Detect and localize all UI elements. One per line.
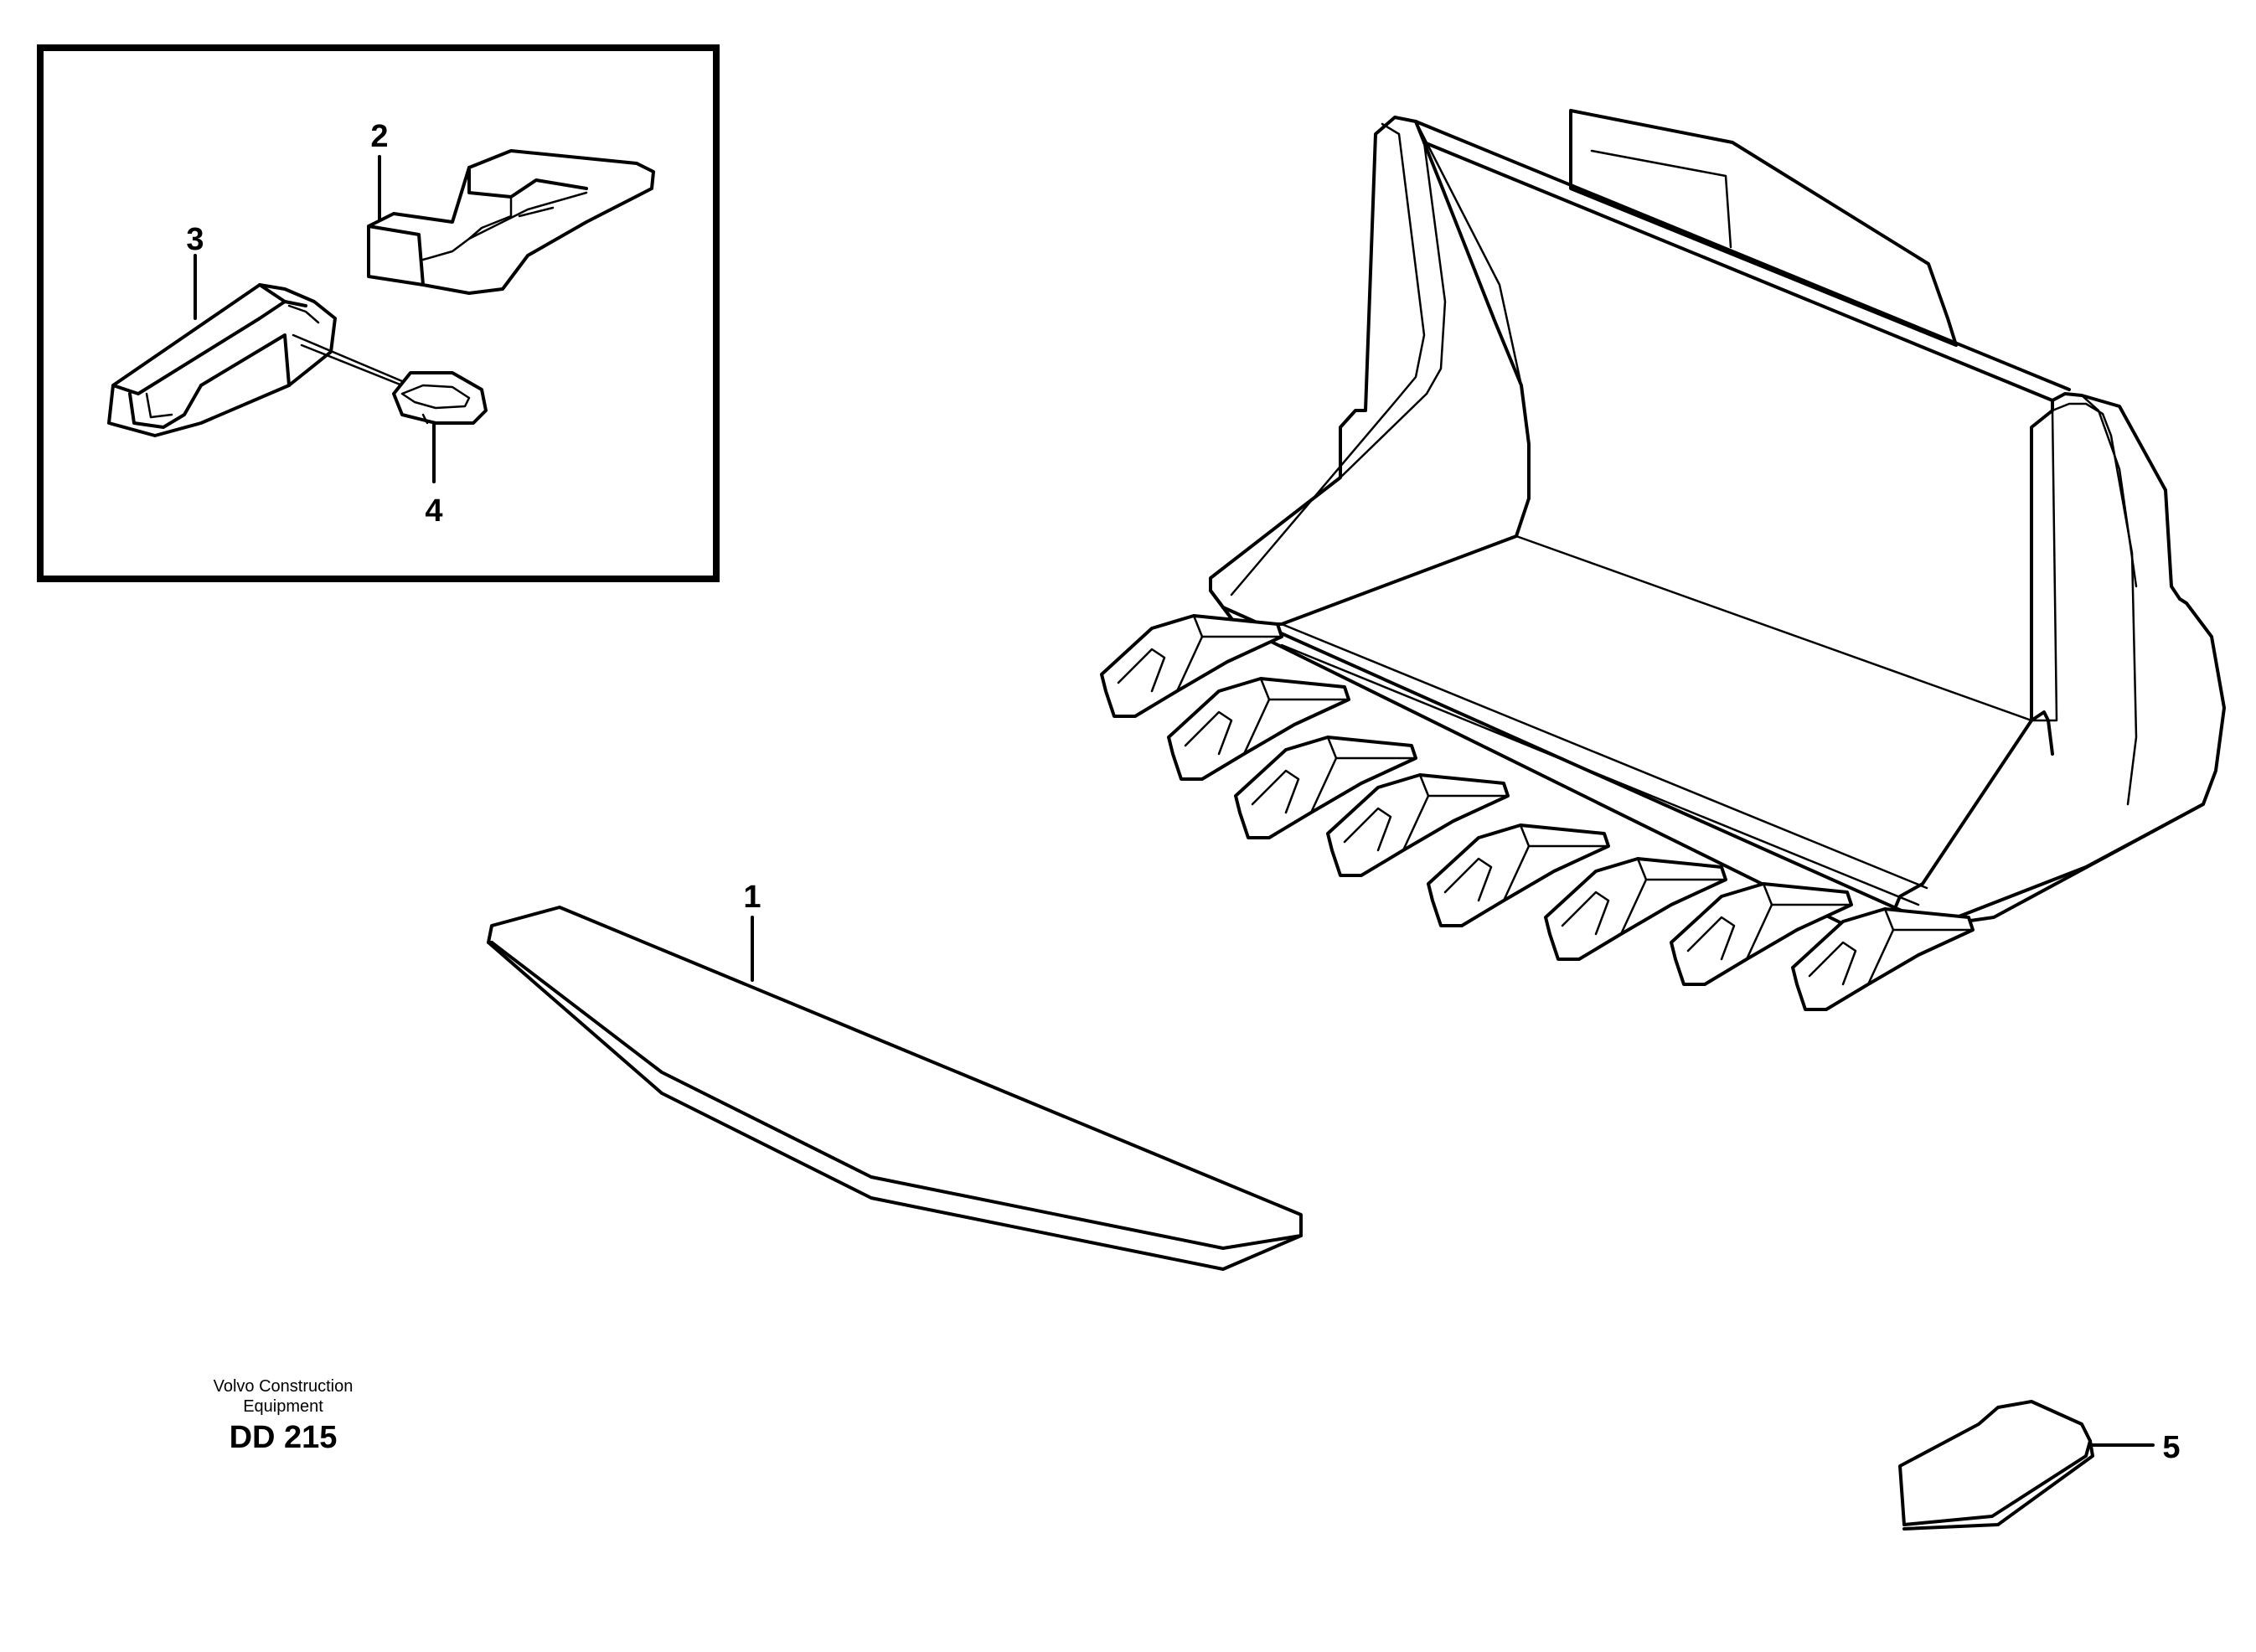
tooth-g xyxy=(1670,882,1853,986)
tooth-c xyxy=(1234,736,1417,839)
credit-line-2: Equipment xyxy=(243,1397,323,1416)
callout-2: 2 xyxy=(370,119,388,154)
tooth-a xyxy=(1100,614,1283,718)
retainer-part-4-drawing xyxy=(392,371,488,425)
bucket-teeth xyxy=(1100,614,1975,1011)
detail-inset: 2 3 4 xyxy=(37,44,720,582)
callout-1: 1 xyxy=(743,880,761,915)
bucket-drawing xyxy=(1100,109,2226,1011)
tooth-h xyxy=(1791,907,1975,1011)
tooth-part-2-drawing xyxy=(367,149,655,295)
drawing-code: DD 215 xyxy=(230,1420,338,1455)
plate-part-5-drawing xyxy=(1898,1400,2094,1531)
tooth-d xyxy=(1326,773,1510,877)
pin-connector-line xyxy=(292,333,408,389)
inset-frame xyxy=(37,44,720,582)
callout-5: 5 xyxy=(2162,1430,2180,1465)
adapter-part-3-drawing xyxy=(107,283,337,437)
callout-4: 4 xyxy=(425,493,442,529)
tooth-f xyxy=(1544,857,1727,961)
callout-3: 3 xyxy=(186,222,204,257)
tooth-b xyxy=(1167,677,1350,781)
tooth-e xyxy=(1427,823,1610,927)
credit-block: Volvo Construction Equipment DD 215 xyxy=(214,1377,354,1455)
credit-line-1: Volvo Construction xyxy=(214,1377,354,1396)
edge-segment-part-1-drawing xyxy=(487,906,1303,1271)
